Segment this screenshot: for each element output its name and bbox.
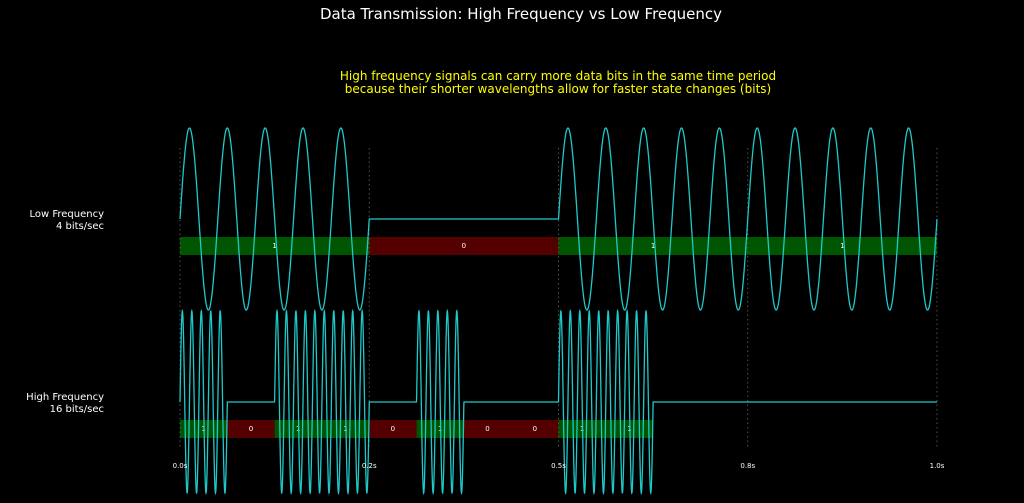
low-frequency-rate-label: 4 bits/sec [56,221,104,232]
bit-zero-bar [463,420,512,438]
bit-zero-bar [369,237,559,255]
x-tick-label: 0.2s [362,462,377,470]
chart-title: Data Transmission: High Frequency vs Low… [320,5,722,23]
bit-value-label: 0 [249,425,253,433]
bit-value-label: 0 [391,425,395,433]
bit-one-bar [180,237,370,255]
high-frequency-label: High Frequency [26,392,104,403]
low-frequency-signal-line [179,127,938,311]
bit-value-label: 1 [651,242,655,250]
high-frequency-rate-label: 16 bits/sec [50,404,104,415]
bit-zero-bar [511,420,559,438]
bit-zero-bar [227,420,275,438]
bit-value-label: 0 [462,242,466,250]
x-tick-label: 0.8s [740,462,755,470]
bit-value-label: 1 [272,242,276,250]
bit-zero-bar [369,420,417,438]
low-frequency-label: Low Frequency [29,209,104,220]
bit-one-bar [558,237,748,255]
annotation-line-2: because their shorter wavelengths allow … [345,82,771,96]
bit-value-label: 0 [485,425,489,433]
bit-one-bar [747,237,937,255]
x-tick-label: 0.0s [173,462,188,470]
x-tick-label: 0.5s [551,462,566,470]
annotation-line-1: High frequency signals can carry more da… [340,69,776,83]
high-frequency-signal-line [179,308,937,496]
x-tick-label: 1.0s [930,462,945,470]
bit-value-label: 0 [533,425,537,433]
bit-value-label: 1 [840,242,844,250]
